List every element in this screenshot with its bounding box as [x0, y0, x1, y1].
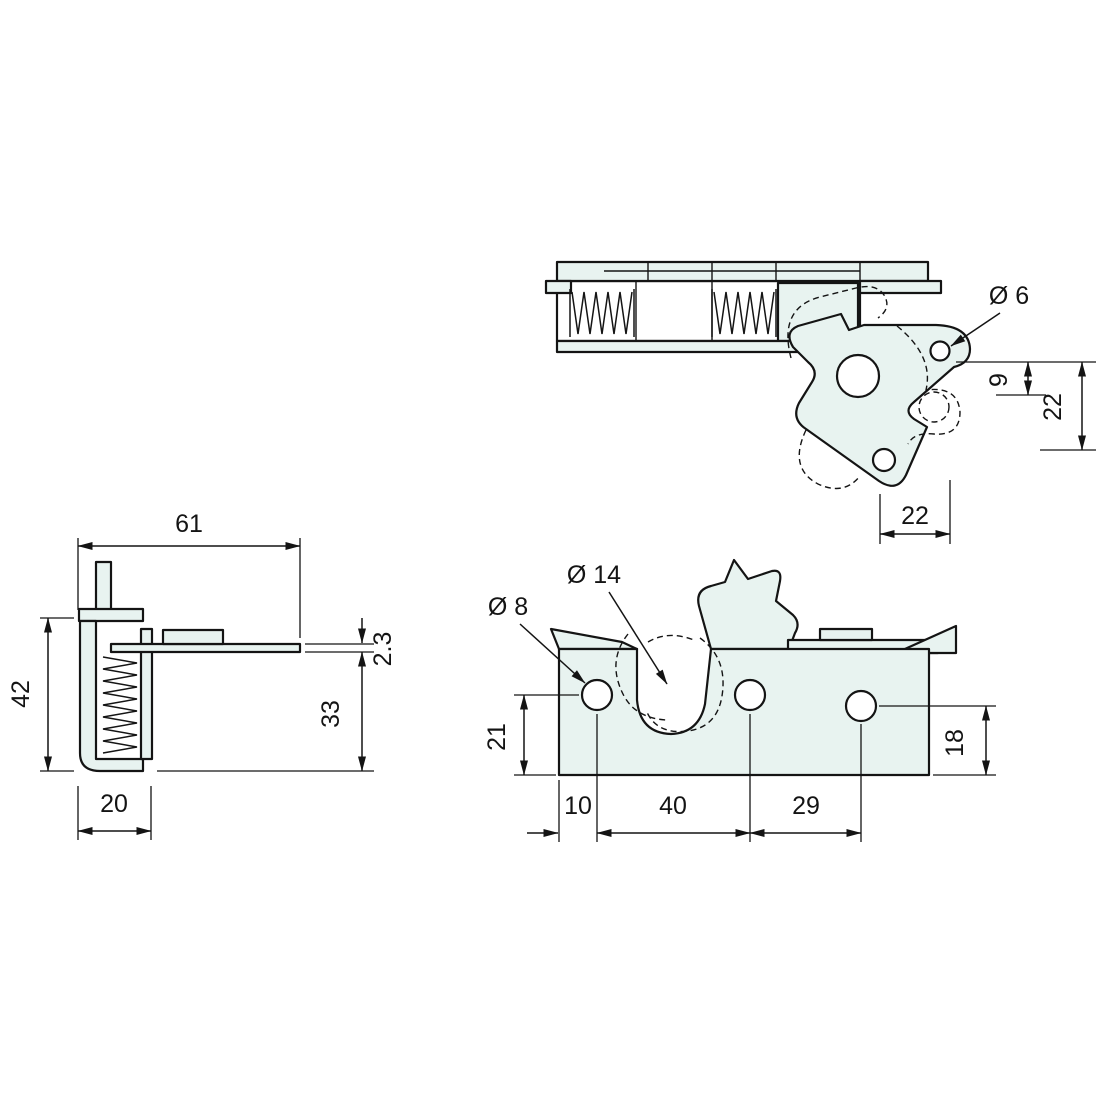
top-assembly-view: Ø 6 9 22 22 — [544, 260, 1096, 544]
dim-33-label: 33 — [317, 700, 345, 728]
dim-18-label: 18 — [941, 729, 969, 757]
dim-2-3-label: 2.3 — [369, 632, 397, 667]
right-tab — [858, 279, 943, 295]
dashed-bolt-outline — [647, 634, 695, 643]
dashed-alt-position — [787, 285, 888, 359]
dim-61-label: 61 — [175, 510, 203, 538]
dim-29-label: 29 — [792, 792, 820, 820]
small-hole — [929, 340, 951, 362]
back-plate — [139, 627, 154, 761]
mount-hole-left — [580, 678, 614, 712]
dim-21-label: 21 — [483, 723, 511, 751]
dim-9-label: 9 — [985, 373, 1013, 387]
mount-hole-middle — [733, 678, 767, 712]
latch-plate — [788, 312, 972, 487]
spring-symbol — [713, 291, 775, 335]
dia14-leader-arrow — [608, 591, 668, 685]
dia6-leader-arrow — [950, 312, 1001, 347]
dim-42-label: 42 — [7, 680, 35, 708]
spring-symbol — [571, 291, 633, 335]
dashed-alt-position — [896, 325, 961, 445]
bracket-body — [78, 619, 145, 773]
dim-22-width-label: 22 — [901, 502, 929, 530]
front-plate-view: Ø 14 Ø 8 21 18 10 40 29 — [483, 558, 996, 842]
mount-hole-right — [844, 689, 878, 723]
arm-block — [161, 628, 225, 646]
pivot-hole — [835, 353, 881, 399]
dim-dia14-label: Ø 14 — [567, 561, 621, 589]
top-lip — [77, 607, 145, 623]
spring-symbol — [102, 656, 138, 754]
dia8-leader-arrow — [519, 623, 586, 684]
dim-dia6-label: Ø 6 — [989, 282, 1029, 310]
dashed-alt-hole — [918, 391, 950, 423]
left-tab — [544, 279, 573, 295]
dim-dia8-label: Ø 8 — [488, 593, 528, 621]
latch-claw — [697, 558, 799, 651]
dim-40-label: 40 — [659, 792, 687, 820]
bottom-plate — [555, 339, 812, 354]
left-flap — [549, 627, 639, 651]
arm-plate — [109, 642, 302, 654]
dim-22-height-label: 22 — [1039, 393, 1067, 421]
dashed-alt-position — [798, 429, 861, 490]
dim-10-label: 10 — [564, 792, 592, 820]
main-plate — [557, 647, 931, 777]
dim-20-label: 20 — [100, 790, 128, 818]
lower-hole — [871, 447, 897, 473]
dashed-bolt-outline — [645, 637, 724, 733]
strip-block — [818, 627, 874, 642]
side-bracket-view: 61 42 2.3 33 20 — [7, 510, 397, 840]
